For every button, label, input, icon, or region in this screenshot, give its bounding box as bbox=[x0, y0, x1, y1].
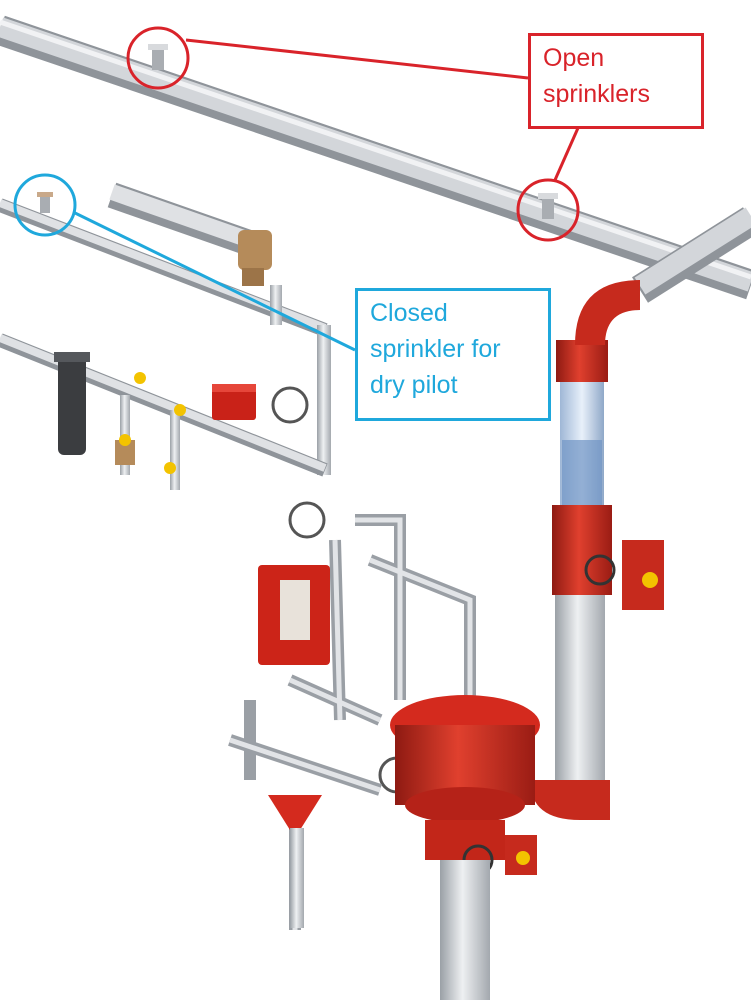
pilot-line-pipe bbox=[0, 198, 331, 477]
label-line: sprinklers bbox=[543, 80, 650, 108]
drain-funnel bbox=[268, 795, 322, 928]
label-line: dry pilot bbox=[370, 371, 458, 399]
open-sprinkler-callout bbox=[126, 26, 580, 242]
filter-canister bbox=[54, 352, 90, 455]
trim-piping-highlight bbox=[229, 517, 473, 930]
open-sprinkler-head bbox=[148, 44, 168, 70]
closed-sprinkler-label: Closed sprinkler for dry pilot bbox=[355, 288, 551, 421]
open-sprinklers-label: Open sprinklers bbox=[528, 33, 704, 129]
label-line: Closed bbox=[370, 299, 448, 327]
pressure-switch bbox=[212, 384, 256, 420]
label-line: Open bbox=[543, 44, 605, 72]
trim-valves bbox=[115, 372, 186, 490]
deluge-valve bbox=[390, 695, 540, 1000]
release-control-panel bbox=[258, 565, 330, 665]
pressure-regulator bbox=[238, 230, 282, 325]
branch-pipe-right bbox=[631, 207, 751, 303]
riser-pipe bbox=[530, 280, 664, 820]
open-sprinkler-head bbox=[538, 193, 558, 219]
closed-sprinkler-head bbox=[37, 192, 53, 213]
closed-sprinkler-callout bbox=[13, 173, 356, 352]
main-overhead-pipe bbox=[0, 15, 751, 300]
upper-stub-pipe bbox=[107, 182, 260, 258]
label-line: sprinkler for bbox=[370, 335, 501, 363]
